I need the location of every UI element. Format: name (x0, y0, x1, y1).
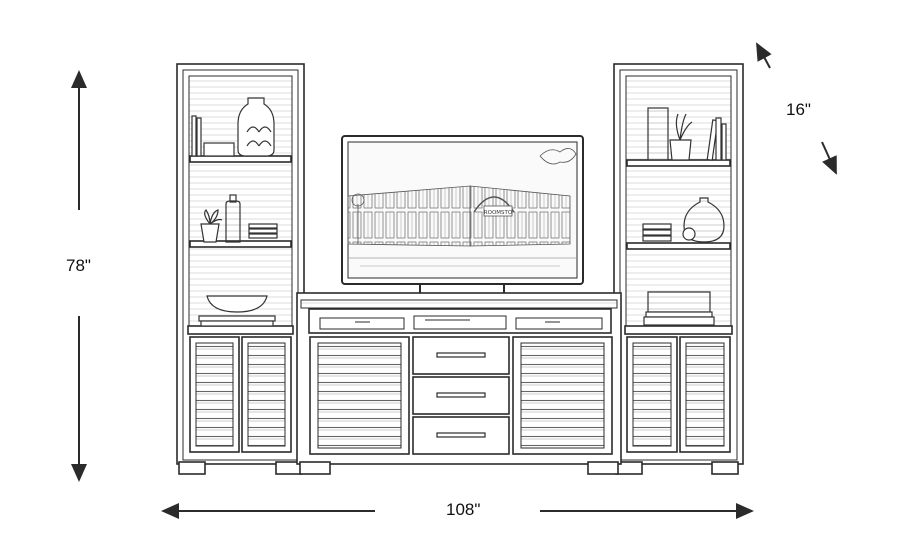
vase-icon (682, 197, 725, 243)
book-stack-icon (642, 223, 672, 242)
bowl-icon (206, 295, 268, 313)
book-stack-icon (198, 315, 276, 327)
tv-screen-sign: ROOMSTO (484, 210, 513, 216)
width-dimension-label: 108" (446, 500, 481, 519)
box-icon (203, 142, 235, 157)
frame-icon (647, 107, 669, 161)
left-bookcase-decor (191, 97, 278, 327)
depth-dimension-label: 16" (786, 100, 811, 119)
right-bookcase-decor (642, 107, 727, 326)
height-dimension-label: 78" (66, 256, 91, 275)
media-component (413, 315, 507, 330)
book-stack-icon (706, 117, 727, 161)
media-component (515, 317, 603, 330)
plant-icon (200, 209, 223, 243)
book-stack-icon (191, 115, 202, 157)
media-component (319, 317, 405, 330)
right-bookcase (613, 63, 744, 475)
tv: ROOMSTO (341, 135, 584, 297)
plant-icon (669, 113, 693, 161)
bottle-icon (225, 194, 241, 243)
media-console (296, 292, 622, 475)
vase-icon (237, 97, 275, 157)
box-icon (643, 291, 715, 326)
depth-dimension-arrows (756, 42, 837, 175)
book-stack-icon (248, 223, 278, 239)
tv-screen-image (347, 148, 577, 267)
